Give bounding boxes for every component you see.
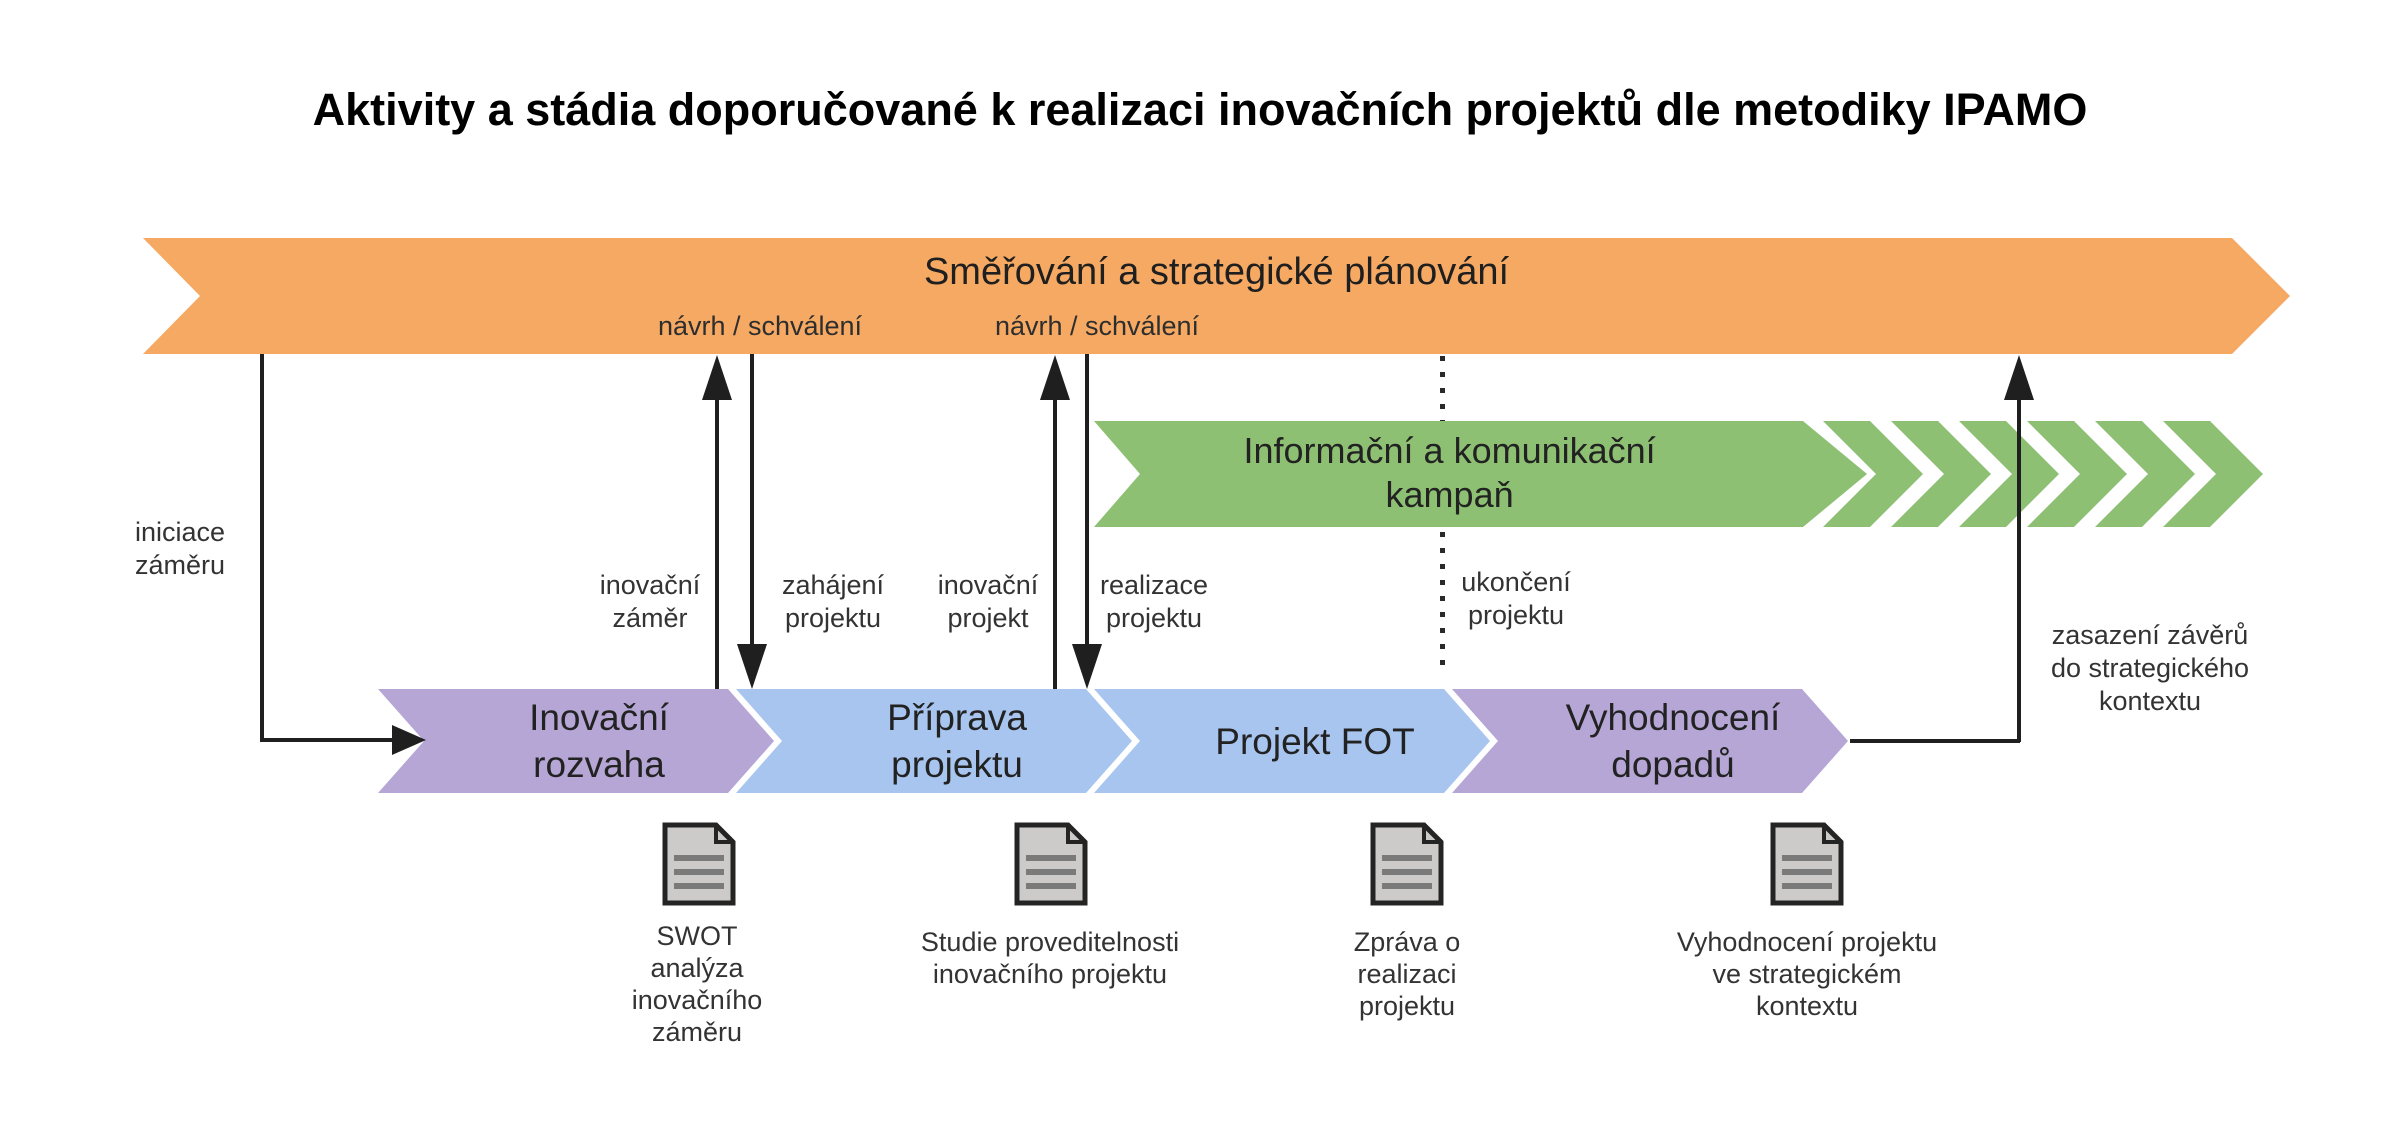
stage-label-priprava-projektu: Příprava projektu: [887, 697, 1027, 785]
stage-label-projekt-fot: Projekt FOT: [1215, 720, 1415, 762]
diagram-title: Aktivity a stádia doporučované k realiza…: [312, 84, 2088, 135]
label-inovacni-zamer: inovační záměr: [599, 570, 701, 633]
arrowhead-up-icon: [2004, 355, 2034, 400]
label-inovacni-projekt: inovační projekt: [937, 570, 1039, 633]
document-label-swot: SWOT analýza inovačního záměru: [631, 921, 763, 1047]
stage-label-inovacni-rozvaha: Inovační rozvaha: [529, 697, 669, 785]
connector-iniciace-vertical: [260, 354, 264, 742]
campaign-banner-label: Informační a komunikační kampaň: [1243, 430, 1656, 515]
stage-label-vyhodnoceni-dopadu: Vyhodnocení dopadů: [1565, 697, 1781, 785]
strategic-planning-banner: Směřování a strategické plánování: [143, 238, 2290, 354]
document-label-studie: Studie proveditelnosti inovačního projek…: [920, 927, 1180, 989]
document-label-zprava: Zpráva o realizaci projektu: [1353, 927, 1461, 1021]
label-ukonceni-projektu: ukončení projektu: [1461, 567, 1571, 630]
approval-label-2: návrh / schválení: [994, 311, 1200, 341]
connector-zasazeni-horizontal: [1850, 739, 2020, 743]
approval-label-1: návrh / schválení: [657, 311, 863, 341]
label-iniciace-zameru: iniciace záměru: [134, 517, 226, 580]
connector-inovacni-zamer-up: [715, 397, 719, 689]
connector-iniciace-horizontal: [260, 738, 394, 742]
arrowhead-up-icon: [702, 355, 732, 400]
arrowhead-right-icon: [392, 725, 426, 755]
label-realizace-projektu: realizace projektu: [1099, 570, 1209, 633]
connector-inovacni-projekt-up: [1053, 397, 1057, 689]
connector-zahajeni-projektu-down: [750, 354, 754, 646]
label-zahajeni-projektu: zahájení projektu: [781, 570, 885, 633]
connector-zasazeni-vertical: [2017, 397, 2021, 742]
document-icon: [662, 822, 736, 906]
arrowhead-down-icon: [737, 644, 767, 689]
strategic-planning-label: Směřování a strategické plánování: [923, 251, 1510, 293]
arrowhead-down-icon: [1072, 644, 1102, 689]
document-label-vyhodnoceni: Vyhodnocení projektu ve strategickém kon…: [1676, 927, 1938, 1021]
connector-realizace-projektu-down: [1085, 354, 1089, 646]
document-icon: [1370, 822, 1444, 906]
document-icon: [1770, 822, 1844, 906]
stage-arrow-projekt-fot: Projekt FOT: [1094, 689, 1490, 793]
label-zasazeni-zaveru: zasazení závěrů do strategického kontext…: [2050, 620, 2250, 716]
stage-arrow-inovacni-rozvaha: Inovační rozvaha: [378, 689, 774, 793]
stage-arrow-vyhodnoceni-dopadu: Vyhodnocení dopadů: [1452, 689, 1848, 793]
arrowhead-up-icon: [1040, 355, 1070, 400]
stage-arrow-priprava-projektu: Příprava projektu: [736, 689, 1132, 793]
campaign-banner: Informační a komunikační kampaň: [1094, 421, 1867, 527]
document-icon: [1014, 822, 1088, 906]
